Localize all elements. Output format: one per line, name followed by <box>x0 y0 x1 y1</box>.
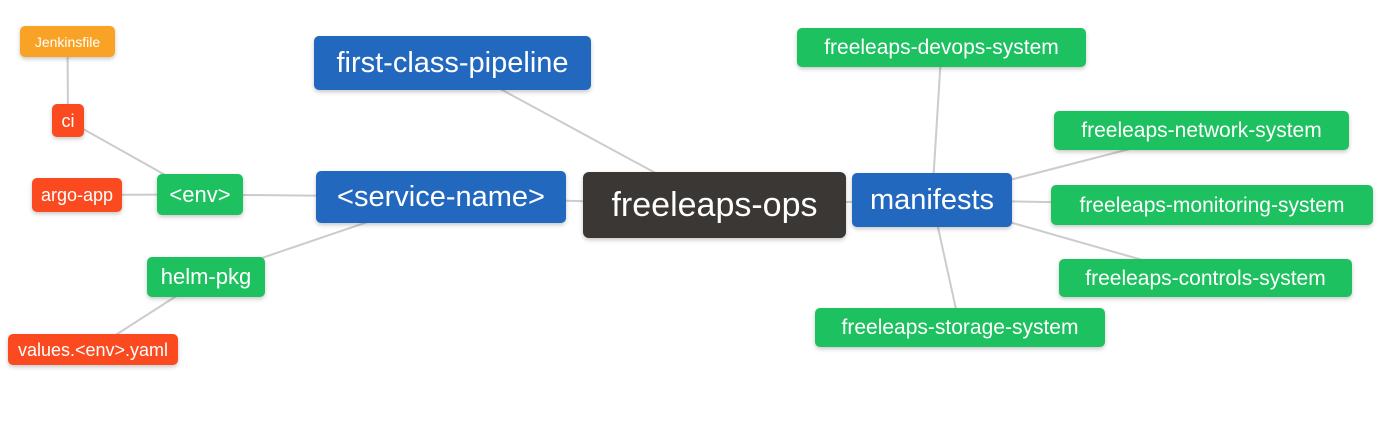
mindmap-node-freeleaps-storage-system[interactable]: freeleaps-storage-system <box>815 308 1105 347</box>
mindmap-node-freeleaps-ops[interactable]: freeleaps-ops <box>583 172 846 238</box>
mindmap-node-jenkinsfile[interactable]: Jenkinsfile <box>20 26 115 57</box>
mindmap-node-freeleaps-monitoring-system[interactable]: freeleaps-monitoring-system <box>1051 185 1373 225</box>
mindmap-node-freeleaps-controls-system[interactable]: freeleaps-controls-system <box>1059 259 1352 297</box>
mindmap-node-freeleaps-network-system[interactable]: freeleaps-network-system <box>1054 111 1349 150</box>
mindmap-node-manifests[interactable]: manifests <box>852 173 1012 227</box>
mindmap-node-freeleaps-devops-system[interactable]: freeleaps-devops-system <box>797 28 1086 67</box>
mindmap-node-argo-app[interactable]: argo-app <box>32 178 122 212</box>
mindmap-node-first-class-pipeline[interactable]: first-class-pipeline <box>314 36 591 90</box>
mindmap-node-service-name[interactable]: <service-name> <box>316 171 566 223</box>
mindmap-node-ci[interactable]: ci <box>52 104 84 137</box>
mindmap-node-env[interactable]: <env> <box>157 174 243 215</box>
mindmap-node-helm-pkg[interactable]: helm-pkg <box>147 257 265 297</box>
mindmap-node-values-env-yaml[interactable]: values.<env>.yaml <box>8 334 178 365</box>
